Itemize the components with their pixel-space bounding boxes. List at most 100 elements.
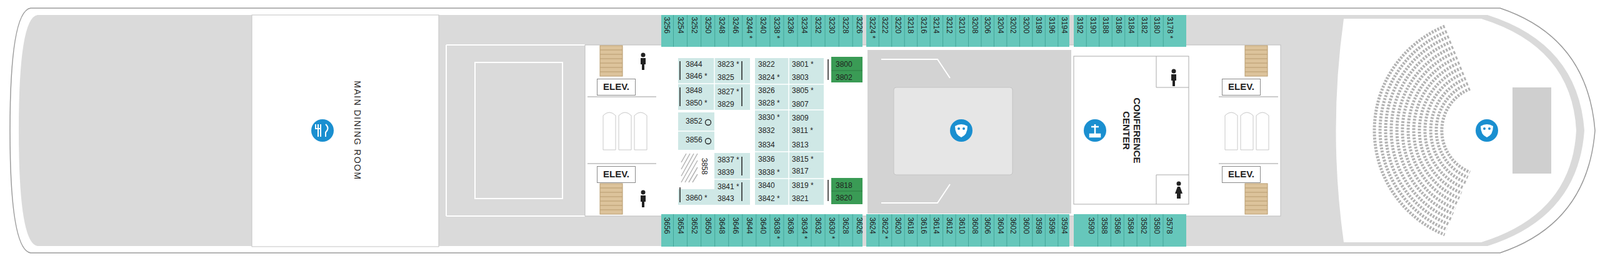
cabin-divider: [852, 214, 854, 247]
cabin-number: 3809: [791, 114, 809, 122]
cabin-divider: [916, 15, 918, 47]
cabin-number: 3240: [759, 16, 767, 34]
cabin-number: 3843: [717, 195, 735, 203]
cabin-divider: [1111, 15, 1113, 47]
cabin-number: 3811 *: [791, 126, 814, 135]
venue-icon: [311, 119, 1499, 142]
passage-outline: [446, 45, 585, 217]
cabin-divider: [878, 15, 880, 47]
cabin-number: 3250: [704, 16, 712, 34]
cabin-divider: [1136, 214, 1138, 247]
cabin-number: 3837 *: [717, 156, 740, 164]
cabin-divider: [783, 214, 784, 247]
room-name: CONFERENCE CENTER: [1121, 91, 1142, 170]
cabin-divider: [980, 214, 982, 247]
cabin-divider: [968, 15, 969, 47]
cabin-number: 3182: [1140, 16, 1149, 34]
cabin-dividers: [678, 58, 824, 205]
cabin-number: 3610: [958, 217, 966, 235]
cabin-divider: [796, 214, 798, 247]
cabin-number: 3580: [1153, 217, 1161, 235]
cabin-number: 3232: [814, 16, 822, 34]
cabin-number: 3210: [958, 16, 966, 34]
theater-area: [1336, 18, 1577, 243]
cabin-divider: [783, 15, 784, 47]
cabin-band: [661, 214, 863, 247]
seat-row: [1380, 31, 1447, 230]
cabin-number: 3827 *: [717, 88, 740, 96]
cabin-number: 3826: [758, 86, 775, 95]
cabin-number: 3638 *: [773, 217, 781, 240]
cabin-number: 3622 *: [881, 217, 889, 240]
cabin-divider: [1086, 15, 1087, 47]
restroom-icon: [640, 53, 1183, 209]
cabin-divider: [852, 15, 854, 47]
cabin-divider: [1045, 15, 1046, 47]
cabin-divider: [955, 15, 957, 47]
cabin-divider: [1057, 15, 1059, 47]
dining-room-area: [251, 15, 439, 247]
cabin-number: 3234: [800, 16, 809, 34]
cabin-number: 3200: [1022, 16, 1030, 34]
cabin-number: 3842 *: [758, 195, 780, 203]
cabin-divider: [1097, 214, 1099, 247]
cabin-number: 3620: [894, 217, 902, 235]
cabin-divider: [942, 15, 944, 47]
cabin-divider: [993, 15, 995, 47]
cabin-band: [866, 15, 1070, 47]
door-arrows: [680, 59, 829, 203]
cabin-number: 3590: [1087, 217, 1095, 235]
cabin-number: 3626: [855, 217, 864, 235]
cabin-number: 3618: [906, 217, 915, 235]
conference-center: CONFERENCE CENTER: [1073, 56, 1189, 205]
cabin-number: 3584: [1126, 217, 1135, 235]
cabin-divider: [1098, 15, 1100, 47]
cabin-number: 3648: [718, 217, 726, 235]
cabin-number: 3838 *: [758, 168, 780, 177]
seat-row: [1419, 68, 1462, 194]
cabin-number: 3238 *: [773, 16, 781, 39]
cabin-number: 3604: [996, 217, 1005, 235]
cabin-number: 3818: [835, 181, 853, 190]
cabin-divider: [728, 15, 729, 47]
central-area: [585, 45, 1281, 217]
cabin-number: 3194: [1060, 16, 1069, 34]
cabin-number: 3828 *: [758, 99, 780, 107]
cabin-band: [1073, 214, 1187, 247]
cabin-divider: [1006, 15, 1007, 47]
cabin-divider: [968, 214, 969, 247]
cabin-divider: [838, 15, 840, 47]
cabin-divider: [686, 214, 688, 247]
cabin-divider: [1031, 214, 1033, 247]
conference-walls: [1156, 56, 1189, 205]
cabin-number: 3180: [1153, 16, 1161, 34]
cabin-number: 3602: [1009, 217, 1017, 235]
cabin-band: [661, 15, 863, 47]
cabin-divider: [673, 15, 674, 47]
cabin-number: 3214: [932, 16, 940, 34]
central-outline: [585, 45, 1281, 217]
cabin-divider: [811, 214, 812, 247]
cabin-number: 3829: [717, 100, 735, 109]
cabin-number: 3819 *: [791, 181, 814, 190]
cabin-divider: [1163, 15, 1164, 47]
cabin-divider: [1006, 214, 1007, 247]
elevator-label: ELEV.: [1228, 169, 1255, 180]
cabin-divider: [1019, 214, 1020, 247]
elevator-box: ELEV.: [596, 78, 636, 96]
cabin-number: 3800: [835, 60, 853, 69]
cabin-divider: [942, 214, 944, 247]
cabin-number: 3850 *: [685, 99, 708, 107]
cabin-divider: [980, 15, 982, 47]
elevator-box: ELEV.: [1221, 166, 1261, 184]
cabin-number: 3586: [1113, 217, 1122, 235]
cabin-number: 3208: [971, 16, 979, 34]
cabin-divider: [741, 214, 743, 247]
cabin-number: 3188: [1101, 16, 1110, 34]
cabin-divider: [1057, 214, 1059, 247]
cabin-number: 3656: [663, 217, 671, 235]
show-area: [867, 50, 1072, 214]
cabin-number: 3594: [1060, 217, 1069, 235]
cabin-number: 3254: [676, 16, 685, 34]
